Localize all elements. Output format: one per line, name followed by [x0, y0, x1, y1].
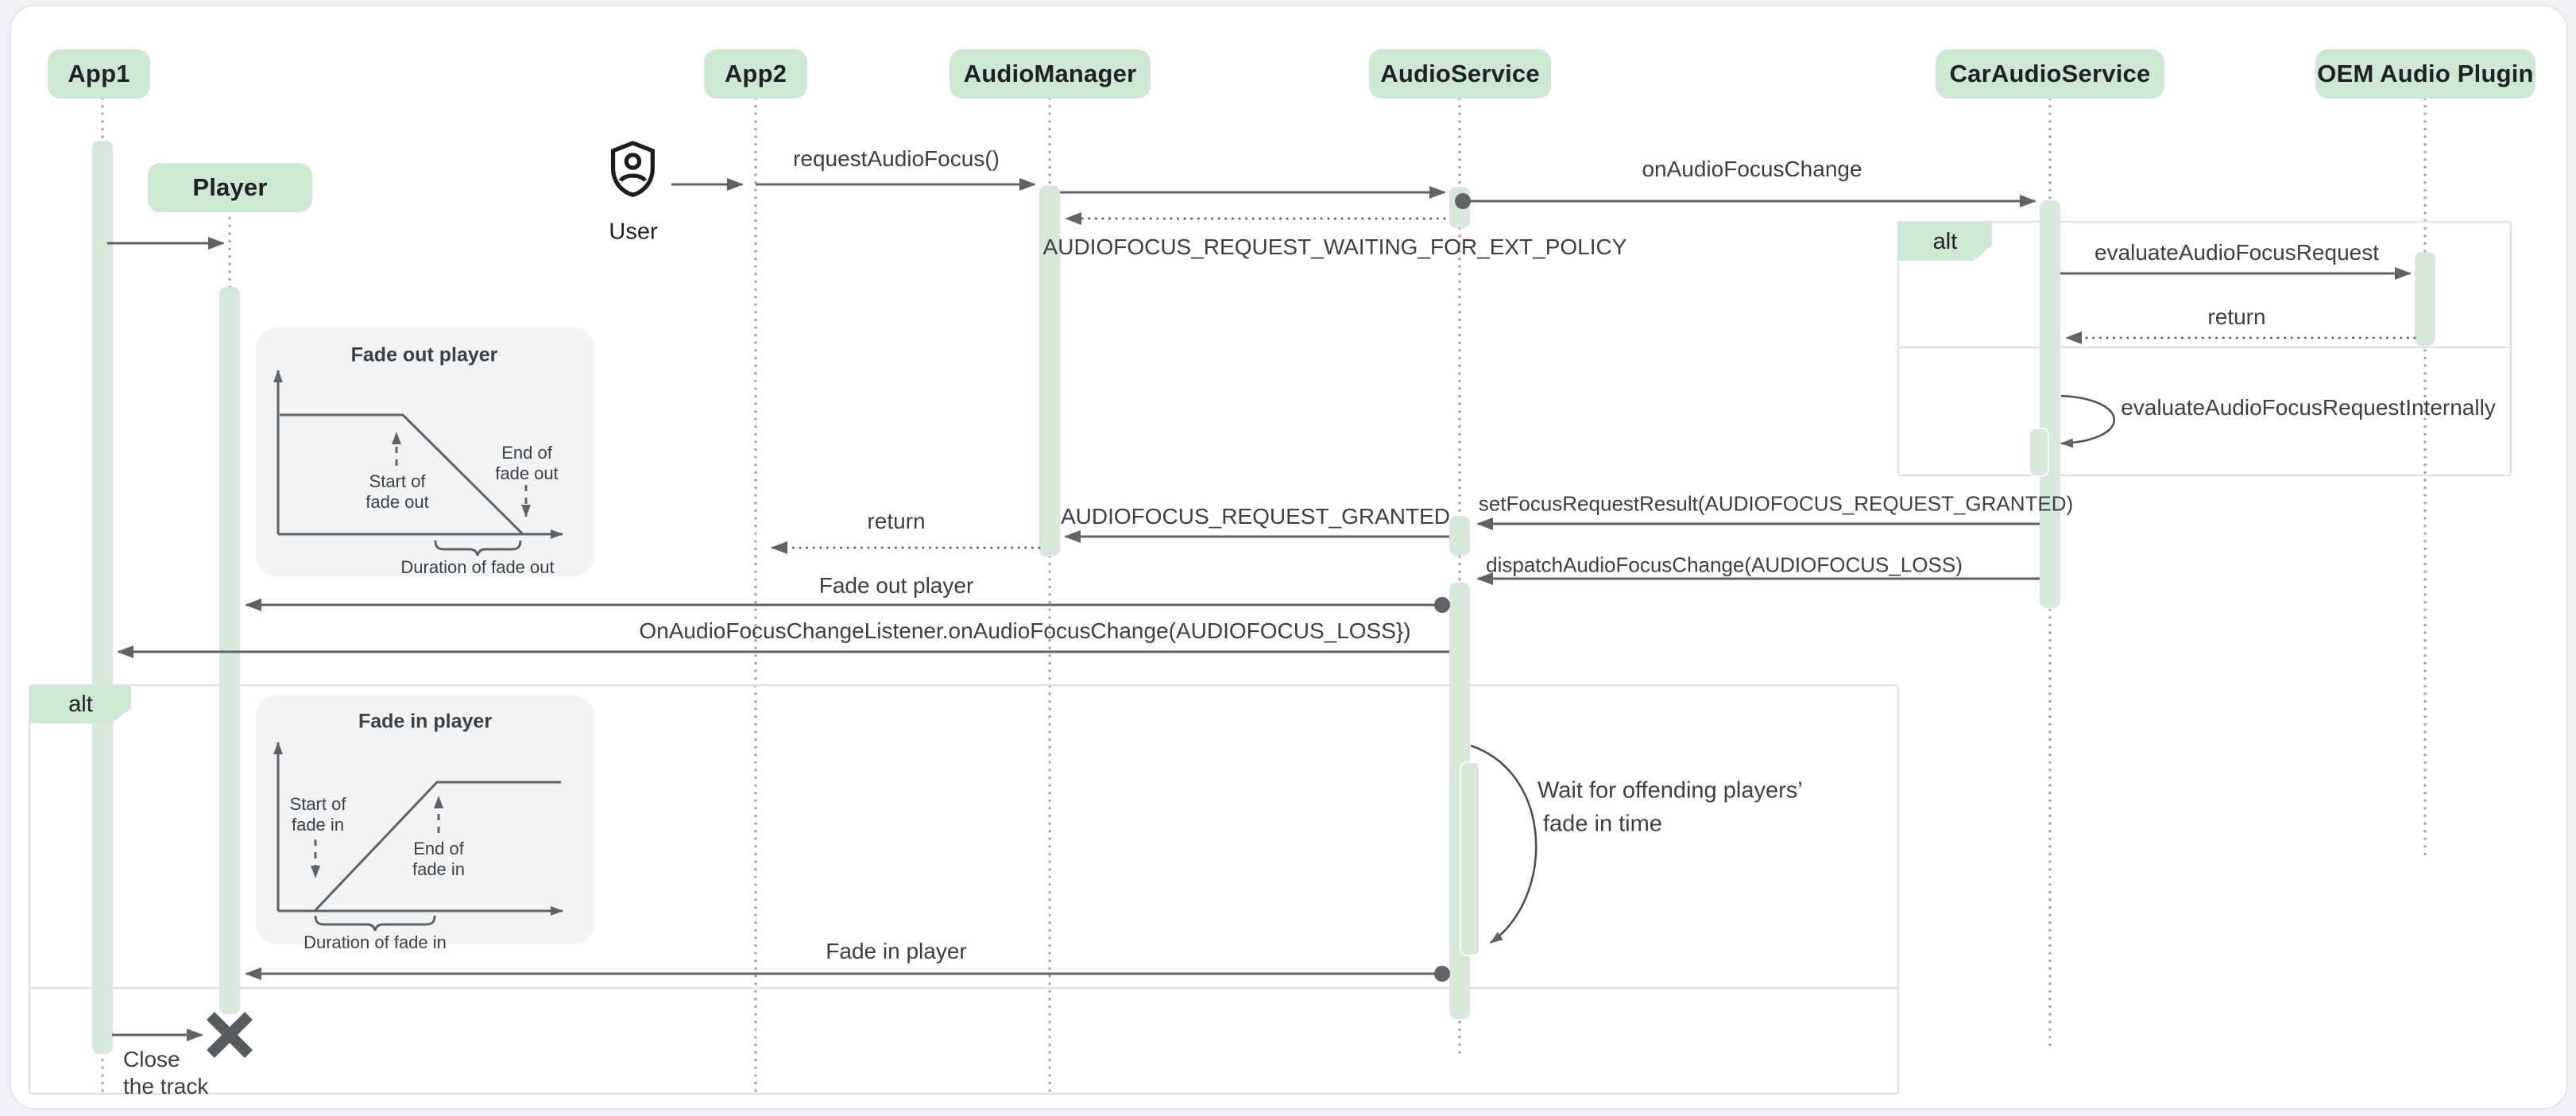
- activation-audioservice-2: [1449, 516, 1470, 556]
- participant-label: AudioService: [1380, 60, 1540, 87]
- message-label-evaluate-return: return: [2207, 304, 2266, 329]
- message-label-close-line1: Close: [123, 1047, 180, 1071]
- fade-in-duration: Duration of fade in: [304, 932, 447, 952]
- alt-label: alt: [1932, 228, 1958, 254]
- message-label-set-focus-result: setFocusRequestResult(AUDIOFOCUS_REQUEST…: [1478, 491, 2074, 516]
- message-label-fade-out-player: Fade out player: [818, 573, 974, 598]
- fade-out-end-line1: End of: [501, 443, 552, 463]
- note-wait-line2: fade in time: [1543, 811, 1662, 837]
- activation-audioservice-1: [1449, 187, 1470, 228]
- alt-tab-policy: alt: [1898, 223, 1992, 261]
- participant-app2: App2: [704, 49, 807, 99]
- participant-caraudioservice: CarAudioService: [1936, 49, 2164, 99]
- fade-out-title: Fade out player: [350, 343, 498, 366]
- fade-in-start-line2: fade in: [291, 815, 345, 835]
- fade-in-start-line1: Start of: [289, 794, 346, 814]
- fade-out-start-line2: fade out: [366, 492, 429, 512]
- participant-audioservice: AudioService: [1369, 49, 1551, 99]
- activation-audioservice-nested: [1460, 761, 1480, 956]
- activation-audiomanager: [1039, 185, 1060, 556]
- fade-in-title: Fade in player: [358, 710, 493, 733]
- message-label-close-line2: the track: [123, 1074, 209, 1099]
- participant-oem-audio-plugin: OEM Audio Plugin: [2315, 49, 2535, 99]
- message-label-request-audio-focus: requestAudioFocus(): [793, 146, 1000, 171]
- participant-app1: App1: [48, 49, 150, 99]
- alt-tab-fade: alt: [30, 686, 131, 723]
- participant-label: App1: [68, 60, 130, 87]
- activation-oem-plugin: [2415, 252, 2435, 346]
- participant-label: App2: [724, 60, 787, 87]
- message-label-manager-return: return: [867, 509, 926, 533]
- message-label-evaluate-internal: evaluateAudioFocusRequestInternally: [2121, 395, 2496, 420]
- activation-player: [219, 287, 240, 1014]
- participant-label: AudioManager: [963, 60, 1137, 87]
- participant-audiomanager: AudioManager: [950, 49, 1151, 99]
- note-wait-line1: Wait for offending players’: [1537, 777, 1803, 804]
- participant-player: Player: [148, 163, 312, 212]
- fade-out-duration: Duration of fade out: [400, 557, 555, 577]
- message-label-request-granted: AUDIOFOCUS_REQUEST_GRANTED: [1060, 504, 1451, 529]
- user-label: User: [609, 219, 658, 245]
- message-label-evaluate-request: evaluateAudioFocusRequest: [2094, 240, 2380, 265]
- activation-app1: [92, 141, 113, 1054]
- alt-label: alt: [68, 692, 93, 717]
- participant-label: CarAudioService: [1949, 60, 2151, 87]
- message-label-dispatch-change: dispatchAudioFocusChange(AUDIOFOCUS_LOSS…: [1486, 552, 1963, 577]
- fade-out-start-line1: Start of: [369, 471, 426, 491]
- activation-caraudioservice-nested: [2029, 428, 2049, 477]
- fade-in-end-line2: fade in: [412, 859, 466, 879]
- fade-in-end-line1: End of: [413, 839, 464, 858]
- activation-caraudioservice: [2040, 200, 2060, 608]
- fade-out-end-line2: fade out: [495, 463, 559, 483]
- message-label-fade-in-player: Fade in player: [826, 939, 967, 963]
- participant-label: Player: [192, 173, 268, 201]
- message-label-waiting-ext-policy: AUDIOFOCUS_REQUEST_WAITING_FOR_EXT_POLIC…: [1042, 234, 1627, 259]
- participant-label: OEM Audio Plugin: [2317, 60, 2534, 87]
- message-label-on-audio-focus-change: onAudioFocusChange: [1642, 157, 1862, 181]
- message-label-on-focus-loss: OnAudioFocusChangeListener.onAudioFocusC…: [639, 618, 1411, 643]
